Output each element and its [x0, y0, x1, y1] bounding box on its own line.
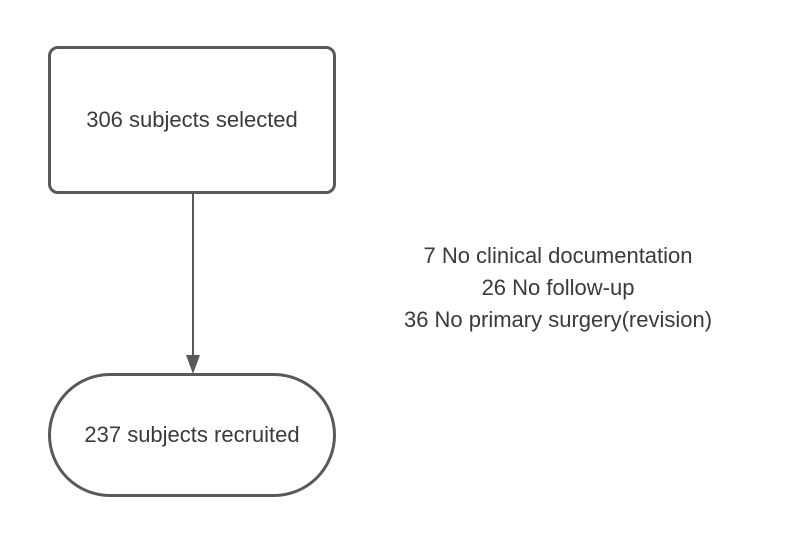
down-arrow	[186, 194, 200, 374]
exclusion-line-2: 26 No follow-up	[481, 275, 635, 300]
node-subjects-recruited-label: 237 subjects recruited	[84, 421, 300, 447]
node-subjects-selected: 306 subjects selected	[48, 46, 336, 194]
exclusion-annotation: 7 No clinical documentation 26 No follow…	[356, 240, 760, 336]
exclusion-line-3: 36 No primary surgery(revision)	[403, 307, 713, 332]
exclusion-line-1: 7 No clinical documentation	[423, 243, 693, 268]
node-subjects-selected-label: 306 subjects selected	[86, 106, 298, 132]
node-subjects-recruited: 237 subjects recruited	[48, 373, 336, 497]
